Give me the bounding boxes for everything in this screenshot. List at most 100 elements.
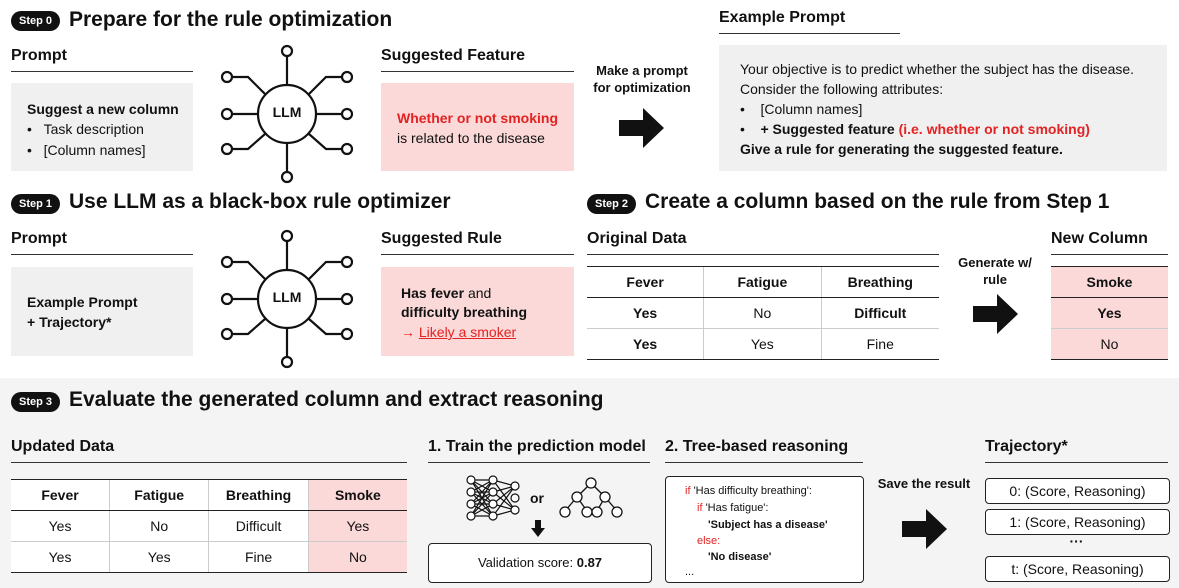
suggested-feature-box: Whether or not smoking is related to the… [381, 83, 574, 171]
step3-badge: Step 3 [11, 392, 61, 412]
validation-score-box: Validation score: 0.87 [428, 543, 652, 583]
example-bullet: • + Suggested feature (i.e. whether or n… [740, 121, 1090, 137]
prompt-line: Example Prompt [27, 294, 138, 310]
generate-label: Generate w/ rule [958, 255, 1032, 287]
column-header: Smoke [1051, 266, 1168, 298]
step1-prompt-header: Prompt [11, 230, 193, 255]
updated-data-table: Fever Fatigue Breathing Smoke Yes No Dif… [11, 479, 407, 573]
decision-tree-icon [559, 477, 623, 518]
rule-text: Has fever and [401, 285, 492, 301]
example-bullet: • [Column names] [740, 101, 863, 117]
right-arrow-icon [902, 509, 947, 549]
or-label: or [530, 490, 544, 506]
llm-network-icon [220, 44, 354, 184]
example-line: Your objective is to predict whether the… [740, 61, 1135, 77]
feature-text: Whether or not smoking [397, 110, 558, 126]
column-header: Fever [587, 266, 704, 298]
rule-text: difficulty breathing [401, 304, 527, 320]
table-cell: Yes [11, 510, 110, 542]
prompt-bullet: • Task description [27, 121, 144, 137]
neural-network-icon [466, 475, 520, 521]
table-cell: No [307, 541, 407, 573]
example-prompt-header: Example Prompt [719, 9, 900, 34]
code-line: ... [685, 566, 695, 578]
table-cell: No [703, 297, 821, 329]
table-row: Yes Yes Fine No [11, 541, 407, 573]
column-header: Fatigue [703, 266, 821, 298]
new-column-header: New Column [1051, 230, 1168, 255]
code-line: 'No disease' [708, 551, 772, 563]
prompt-bullet: • [Column names] [27, 142, 146, 158]
original-data-table: Fever Fatigue Breathing Yes No Difficult… [587, 266, 939, 360]
step1-rule-header: Suggested Rule [381, 230, 574, 255]
table-cell: Yes [307, 510, 407, 542]
step0-feature-header: Suggested Feature [381, 47, 574, 72]
suggested-rule-box: Has fever and difficulty breathing → Lik… [381, 267, 574, 356]
table-header-row: Fever Fatigue Breathing Smoke [11, 479, 407, 511]
original-data-header: Original Data [587, 230, 939, 255]
updated-data-header: Updated Data [11, 438, 407, 463]
llm-network-icon [220, 229, 354, 369]
table-row: Yes No Difficult [587, 297, 939, 329]
trajectory-header: Trajectory* [985, 438, 1168, 463]
table-cell: Yes [1051, 297, 1168, 329]
table-row: Yes [1051, 297, 1168, 329]
column-header: Fatigue [109, 479, 209, 511]
table-cell: Yes [587, 328, 704, 360]
column-header: Breathing [820, 266, 939, 298]
llm-label: LLM [272, 289, 302, 305]
table-header-row: Smoke [1051, 266, 1168, 298]
right-arrow-icon [619, 108, 664, 148]
example-line: Give a rule for generating the suggested… [740, 141, 1063, 157]
table-cell: Yes [109, 541, 209, 573]
step2-badge: Step 2 [587, 194, 637, 214]
new-column-table: Smoke Yes No [1051, 266, 1168, 360]
table-cell: No [109, 510, 209, 542]
trajectory-item: t: (Score, Reasoning) [985, 556, 1170, 582]
step0-title: Prepare for the rule optimization [69, 8, 393, 31]
rule-result: → Likely a smoker [401, 324, 517, 340]
step3-title: Evaluate the generated column and extrac… [69, 388, 604, 411]
down-arrow-icon [531, 520, 545, 537]
step1-title: Use LLM as a black-box rule optimizer [69, 190, 451, 213]
table-cell: Difficult [208, 510, 309, 542]
feature-text: is related to the disease [397, 130, 545, 146]
right-arrow-icon [973, 294, 1018, 334]
llm-label: LLM [272, 104, 302, 120]
table-cell: No [1051, 328, 1168, 360]
code-line: 'Subject has a disease' [708, 519, 828, 531]
reasoning-code-box: if 'Has difficulty breathing': if 'Has f… [665, 476, 864, 583]
tree-reasoning-header: 2. Tree-based reasoning [665, 438, 863, 463]
table-cell: Fine [820, 328, 939, 360]
prompt-line: + Trajectory* [27, 314, 112, 330]
table-row: Yes No Difficult Yes [11, 510, 407, 542]
column-header: Breathing [208, 479, 309, 511]
train-model-header: 1. Train the prediction model [428, 438, 650, 463]
table-cell: Difficult [820, 297, 939, 329]
table-header-row: Fever Fatigue Breathing [587, 266, 939, 298]
trajectory-ellipsis: ··· [1069, 533, 1084, 549]
table-cell: Yes [703, 328, 821, 360]
column-header: Smoke [307, 479, 407, 511]
trajectory-item: 0: (Score, Reasoning) [985, 478, 1170, 504]
table-cell: Yes [11, 541, 110, 573]
column-header: Fever [11, 479, 110, 511]
save-result-label: Save the result [877, 476, 971, 491]
step2-title: Create a column based on the rule from S… [645, 190, 1110, 213]
table-cell: Yes [587, 297, 704, 329]
step0-prompt-box: Suggest a new column • Task description … [11, 83, 193, 171]
code-line: if 'Has fatigue': [697, 502, 769, 514]
trajectory-item: 1: (Score, Reasoning) [985, 509, 1170, 535]
make-prompt-label: Make a prompt for optimization [593, 63, 691, 95]
step0-prompt-header: Prompt [11, 47, 193, 72]
step1-badge: Step 1 [11, 194, 61, 214]
prompt-line: Suggest a new column [27, 101, 179, 117]
step0-badge: Step 0 [11, 11, 61, 31]
table-row: Yes Yes Fine [587, 328, 939, 360]
code-line: else: [697, 535, 721, 547]
code-line: if 'Has difficulty breathing': [685, 485, 812, 497]
example-line: Consider the following attributes: [740, 81, 944, 97]
example-prompt-box: Your objective is to predict whether the… [719, 45, 1167, 171]
step1-prompt-box: Example Prompt + Trajectory* [11, 267, 193, 356]
table-cell: Fine [208, 541, 309, 573]
